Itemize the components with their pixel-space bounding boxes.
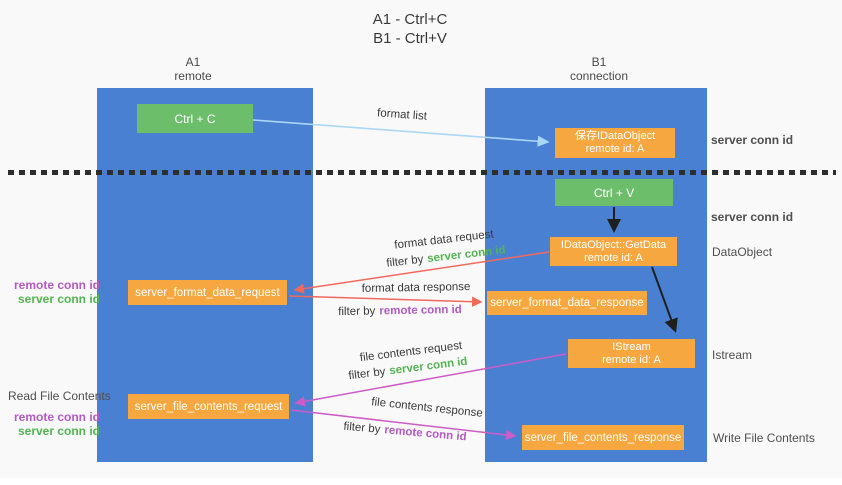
node-istream-line1: IStream: [612, 340, 651, 353]
lane-header-b1: B1 connection: [539, 55, 659, 83]
server-conn-id-annotation: server conn id: [17, 292, 100, 306]
format-data-response-label: format data response: [361, 281, 471, 295]
conn-id-stack-file: remote conn id server conn id: [8, 410, 100, 438]
conn-id-stack-format: remote conn id server conn id: [8, 278, 100, 306]
node-format-request-label: server_format_data_request: [135, 286, 280, 299]
dataobject-annotation: DataObject: [712, 245, 773, 259]
title-line-2: B1 - Ctrl+V: [373, 30, 447, 47]
node-save-dataobject-line1: 保存IDataObject: [574, 130, 656, 142]
file-contents-response-label: file contents response: [370, 396, 484, 420]
node-server-format-data-request: server_format_data_request: [128, 280, 287, 305]
lane-b1-role: connection: [569, 69, 629, 83]
format-list-label: format list: [376, 107, 428, 123]
server-conn-id-annotation-top: server conn id: [711, 133, 794, 147]
node-server-format-data-response: server_format_data_response: [487, 291, 647, 315]
filter-by-text: filter by: [385, 253, 425, 270]
format-data-response-arrow: [288, 295, 483, 307]
node-ctrl-c: Ctrl + C: [137, 104, 253, 133]
node-getdata-line1: IDataObject::GetData: [560, 238, 667, 251]
node-idataobject-getdata: IDataObject::GetData remote id: A: [550, 237, 677, 266]
node-format-response-label: server_format_data_response: [490, 297, 644, 309]
node-istream: IStream remote id: A: [568, 339, 695, 368]
remote-conn-id-text: remote conn id: [383, 424, 468, 444]
filter-by-text: filter by: [338, 305, 376, 319]
node-getdata-line2: remote id: A: [584, 251, 643, 264]
node-ctrl-v-label: Ctrl + V: [593, 185, 635, 200]
remote-conn-id-annotation: remote conn id: [13, 410, 100, 424]
node-save-dataobject-line2: remote id: A: [585, 143, 645, 155]
node-server-file-contents-response: server_file_contents_response: [522, 425, 684, 450]
filter-by-text: filter by: [347, 365, 387, 383]
write-file-contents-annotation: Write File Contents: [713, 431, 815, 445]
server-conn-id-annotation: server conn id: [17, 424, 100, 438]
node-file-response-label: server_file_contents_response: [524, 431, 682, 444]
node-ctrl-v: Ctrl + V: [555, 179, 673, 206]
remote-conn-id-text: remote conn id: [379, 303, 462, 318]
filter-by-text: filter by: [342, 420, 381, 436]
lane-a1-role: remote: [174, 69, 212, 83]
server-conn-id-annotation-mid: server conn id: [711, 210, 794, 224]
lane-a1-name: A1: [185, 55, 201, 69]
node-file-request-label: server_file_contents_request: [134, 400, 283, 413]
lane-b1-name: B1: [591, 55, 607, 69]
title-line-1: A1 - Ctrl+C: [372, 11, 448, 28]
node-server-file-contents-request: server_file_contents_request: [128, 394, 289, 419]
read-file-contents-annotation: Read File Contents: [8, 389, 111, 403]
node-ctrl-c-label: Ctrl + C: [174, 111, 216, 126]
node-save-dataobject: 保存IDataObject remote id: A: [555, 128, 675, 158]
remote-conn-id-annotation: remote conn id: [13, 278, 100, 292]
dotted-divider: [8, 170, 836, 175]
istream-annotation: Istream: [712, 348, 753, 362]
lane-header-a1: A1 remote: [133, 55, 253, 83]
node-istream-line2: remote id: A: [602, 353, 661, 366]
bottom-strip: [0, 478, 842, 485]
diagram-title: A1 - Ctrl+C B1 - Ctrl+V: [280, 10, 540, 48]
